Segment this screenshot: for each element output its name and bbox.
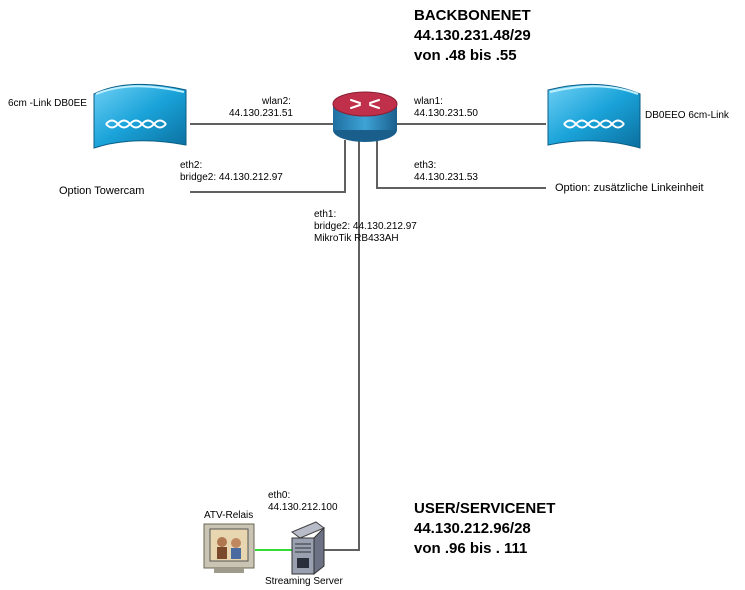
option-towercam: Option Towercam xyxy=(59,185,145,197)
eth1-device: MikroTik RB433AH xyxy=(314,233,399,244)
connection-lines xyxy=(190,123,546,551)
userservice-network: 44.130.212.96/28 xyxy=(414,520,531,537)
link-unit-left-icon xyxy=(93,83,187,149)
atv-monitor-icon xyxy=(203,523,255,573)
link-left-label: 6cm -Link DB0EE xyxy=(8,98,87,109)
eth3-name: eth3: xyxy=(414,160,437,171)
eth1-name: eth1: xyxy=(314,209,337,220)
option-link-unit: Option: zusätzliche Linkeinheit xyxy=(555,182,704,194)
atv-relay-label: ATV-Relais xyxy=(204,510,254,521)
eth2-bridge: bridge2: 44.130.212.97 xyxy=(180,172,283,183)
line-eth3 xyxy=(376,140,546,189)
line-eth1 xyxy=(322,140,360,551)
userservice-title: USER/SERVICENET xyxy=(414,500,556,517)
eth2-name: eth2: xyxy=(180,160,203,171)
backbone-title: BACKBONENET xyxy=(414,7,531,24)
wlan2-ip: 44.130.231.51 xyxy=(229,108,293,119)
userservice-range: von .96 bis . 111 xyxy=(414,540,528,557)
wlan1-name: wlan1: xyxy=(414,96,443,107)
eth0-name: eth0: xyxy=(268,490,291,501)
link-right-label: DB0EEO 6cm-Link xyxy=(645,110,729,121)
backbone-network: 44.130.231.48/29 xyxy=(414,27,531,44)
eth1-bridge: bridge2: 44.130.212.97 xyxy=(314,221,417,232)
line-eth2 xyxy=(190,140,346,193)
eth0-ip: 44.130.212.100 xyxy=(268,502,338,513)
server-icon xyxy=(291,521,325,576)
router-icon xyxy=(332,91,398,142)
backbone-range: von .48 bis .55 xyxy=(414,47,517,64)
eth3-ip: 44.130.231.53 xyxy=(414,172,478,183)
link-unit-right-icon xyxy=(547,83,641,149)
wlan2-name: wlan2: xyxy=(262,96,291,107)
streaming-server-label: Streaming Server xyxy=(265,576,343,587)
wlan1-ip: 44.130.231.50 xyxy=(414,108,478,119)
